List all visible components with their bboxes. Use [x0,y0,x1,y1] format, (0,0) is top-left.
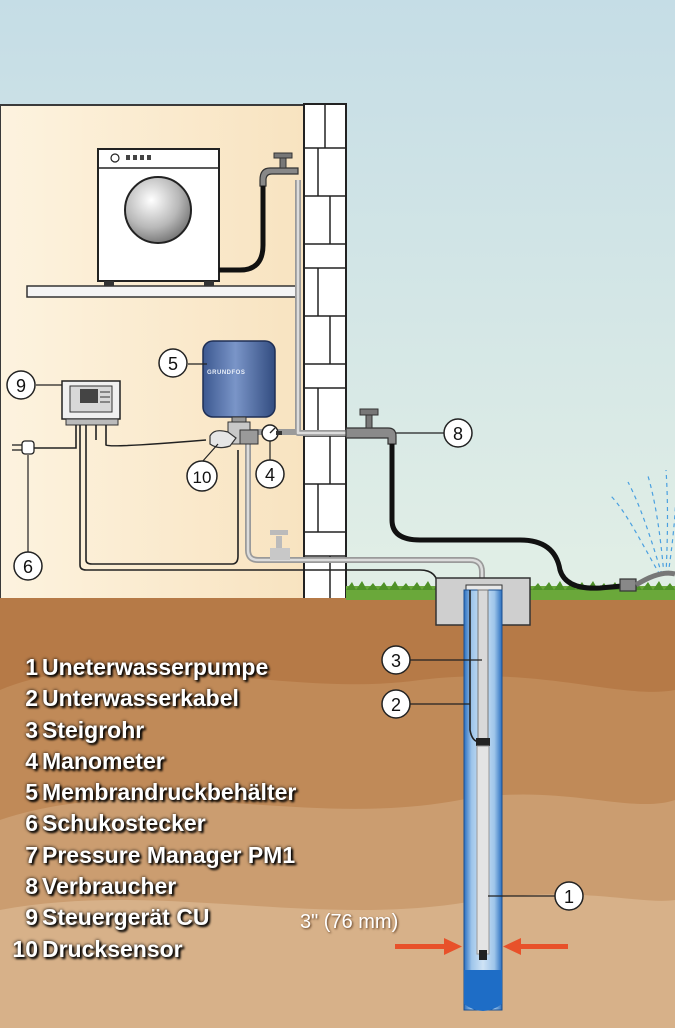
ground [0,598,675,1028]
callout-8: 8 [443,418,473,448]
svg-text:2: 2 [391,695,401,715]
leader-lines [27,363,555,897]
callout-10: 10 [186,460,218,492]
callout-2: 2 [381,689,411,719]
faucet-top [259,152,299,187]
svg-text:6: 6 [23,557,33,577]
callout-1: 1 [554,881,584,911]
washer-hose [219,186,266,273]
pressure-manager-pm1 [209,429,259,449]
svg-text:9: 9 [16,376,26,396]
svg-text:8: 8 [453,424,463,444]
sprinkler-hose [634,570,675,588]
svg-text:5: 5 [168,354,178,374]
washing-machine [97,148,220,286]
callout-3: 3 [381,645,411,675]
hose-connector [619,578,637,592]
callout-6: 6 [13,551,43,581]
callout-5: 5 [158,348,188,378]
sprinkler-spray [609,469,675,576]
dimension-arrows [395,938,568,955]
garden-hose [389,444,623,591]
svg-text:1: 1 [564,887,574,907]
callout-9: 9 [6,370,36,400]
well-diameter-label: 3" (76 mm) [300,911,399,933]
brick-wall [303,103,347,601]
svg-text:10: 10 [193,468,212,487]
riser-pipe [477,589,489,741]
shelf [26,285,298,298]
tank-brand-label: GRUNDFOS [207,370,246,376]
svg-text:4: 4 [265,465,275,485]
callout-4: 4 [255,459,285,489]
control-unit-cu [61,380,121,426]
submersible-pump [476,738,490,960]
faucet-bottom [270,530,290,560]
svg-text:3: 3 [391,651,401,671]
plug-schuko [12,440,35,455]
faucet-outside [345,408,397,445]
